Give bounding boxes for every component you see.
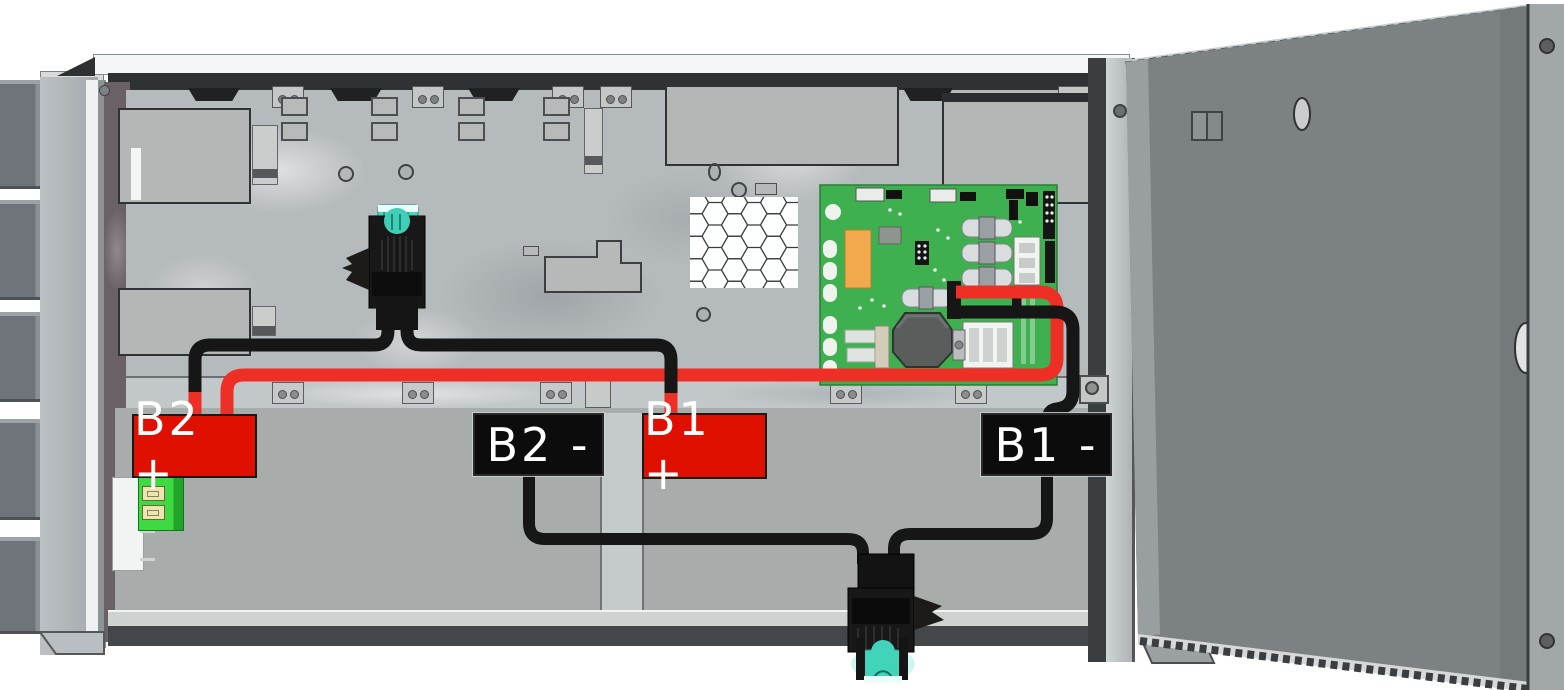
cable-hook-icon [330,88,382,101]
wire-positive-jumper-left [188,320,395,396]
door-flange [1528,4,1564,690]
control-pcb [819,184,1058,386]
wire-positive-jumper-right [400,320,678,397]
door-latch-cutout [1191,111,1223,141]
left-wall-edge [98,80,106,648]
panel-hole [696,307,711,322]
wire-positive-feed [220,285,1064,416]
terminal-label-b2-minus: B2 - [473,413,604,476]
knockout [371,97,398,116]
cable-hook-icon [903,88,953,101]
bracket-pin [140,558,155,561]
panel-hole [338,166,354,182]
panel-tab [523,246,539,256]
terminal-screw [142,505,165,520]
mounting-box [665,85,899,166]
bracket-tab [600,86,632,108]
battery-divider [600,413,644,612]
knockout [371,122,398,141]
enclosure-door [1125,4,1564,690]
bottom-fuse-holder [847,553,944,683]
terminal-label-text: B2 + [134,392,201,500]
wire-negative-jumper-left [523,468,869,564]
rail-clip [540,382,572,404]
wire-negative-jumper-right [888,468,1053,564]
door-keyhole [1293,97,1311,131]
terminal-label-b1-plus: B1 + [642,392,767,500]
honeycomb-vent [690,197,798,288]
standoff [584,108,603,174]
standoff [252,125,278,185]
rail-clip [272,382,304,404]
terminal-screw [142,486,165,501]
bracket-tab [412,86,444,108]
smd-chip [878,226,902,245]
interior-right-gap [1088,58,1106,662]
pcb-side-bracket [1079,375,1109,404]
knockout [281,97,308,116]
terminal-label-b2-plus: B2 + [132,392,257,500]
screw-icon [99,85,110,96]
bracket-pin [140,530,155,533]
rail-clip [830,382,862,404]
green-terminal-block [138,477,184,531]
backplate-bracket [544,240,642,293]
door-bottom-serration [1139,637,1529,690]
knockout [543,97,570,116]
flange-hole [1539,38,1555,54]
top-fuse-holder [342,204,426,330]
terminal-label-text: B1 + [644,392,711,500]
panel-tab [755,183,777,195]
knockout [458,97,485,116]
relay-orange [844,229,872,289]
panel-hole [398,164,414,180]
capacitor [874,325,890,369]
rail-clip [955,382,987,404]
cable-hook-icon [188,88,240,101]
terminal-label-b1-minus: B1 - [981,413,1112,476]
knockout [543,122,570,141]
knockout [458,122,485,141]
rail-clip [402,382,434,404]
mounting-box [118,108,251,204]
left-wall-highlight [86,80,98,642]
enclosure-left-foot [38,631,105,655]
terminal-label-text: B2 - [486,417,591,472]
terminal-label-text: B1 - [994,417,1099,472]
toroid-inductor [892,312,953,368]
knockout [281,122,308,141]
wire-negative-feed [956,305,1080,417]
flange-hole [1539,633,1555,649]
standoff [252,306,276,336]
pcb-fuses [901,216,1013,310]
panel-hole [708,163,721,181]
screw-icon [1113,104,1127,118]
